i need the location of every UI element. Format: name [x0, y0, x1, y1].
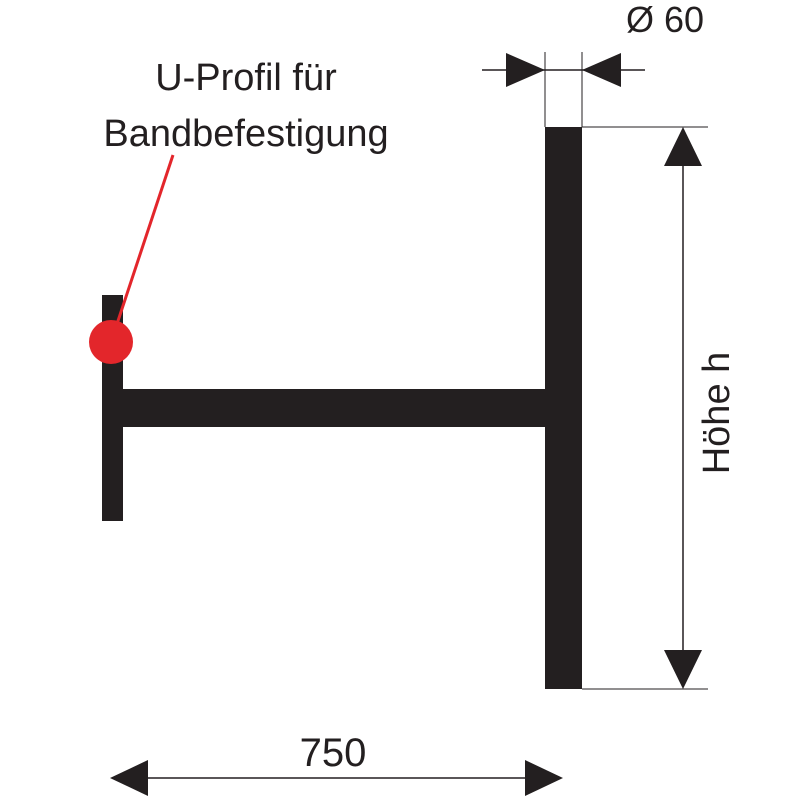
- height-arrow-top: [664, 127, 702, 166]
- vertical-post: [545, 127, 582, 689]
- diameter-arrow-left: [506, 53, 545, 87]
- diameter-dimension: Ø 60: [482, 0, 704, 127]
- bracket-structure: [102, 127, 582, 689]
- callout-leader-line: [109, 154, 175, 343]
- width-dimension: 750: [110, 731, 563, 796]
- height-label: Höhe h: [696, 352, 738, 475]
- profile-callout: U-Profil für Bandbefestigung: [89, 57, 389, 364]
- width-arrow-left: [110, 760, 148, 796]
- horizontal-arm: [123, 389, 545, 427]
- height-dimension: Höhe h: [582, 126, 738, 690]
- callout-label-line-1: U-Profil für: [155, 57, 337, 99]
- width-arrow-right: [525, 760, 563, 796]
- diameter-label: Ø 60: [626, 0, 704, 40]
- callout-label-line-2: Bandbefestigung: [103, 113, 388, 155]
- callout-marker-dot: [89, 320, 133, 364]
- height-arrow-bottom: [664, 650, 702, 689]
- width-label: 750: [300, 731, 367, 775]
- diameter-arrow-right: [582, 53, 621, 87]
